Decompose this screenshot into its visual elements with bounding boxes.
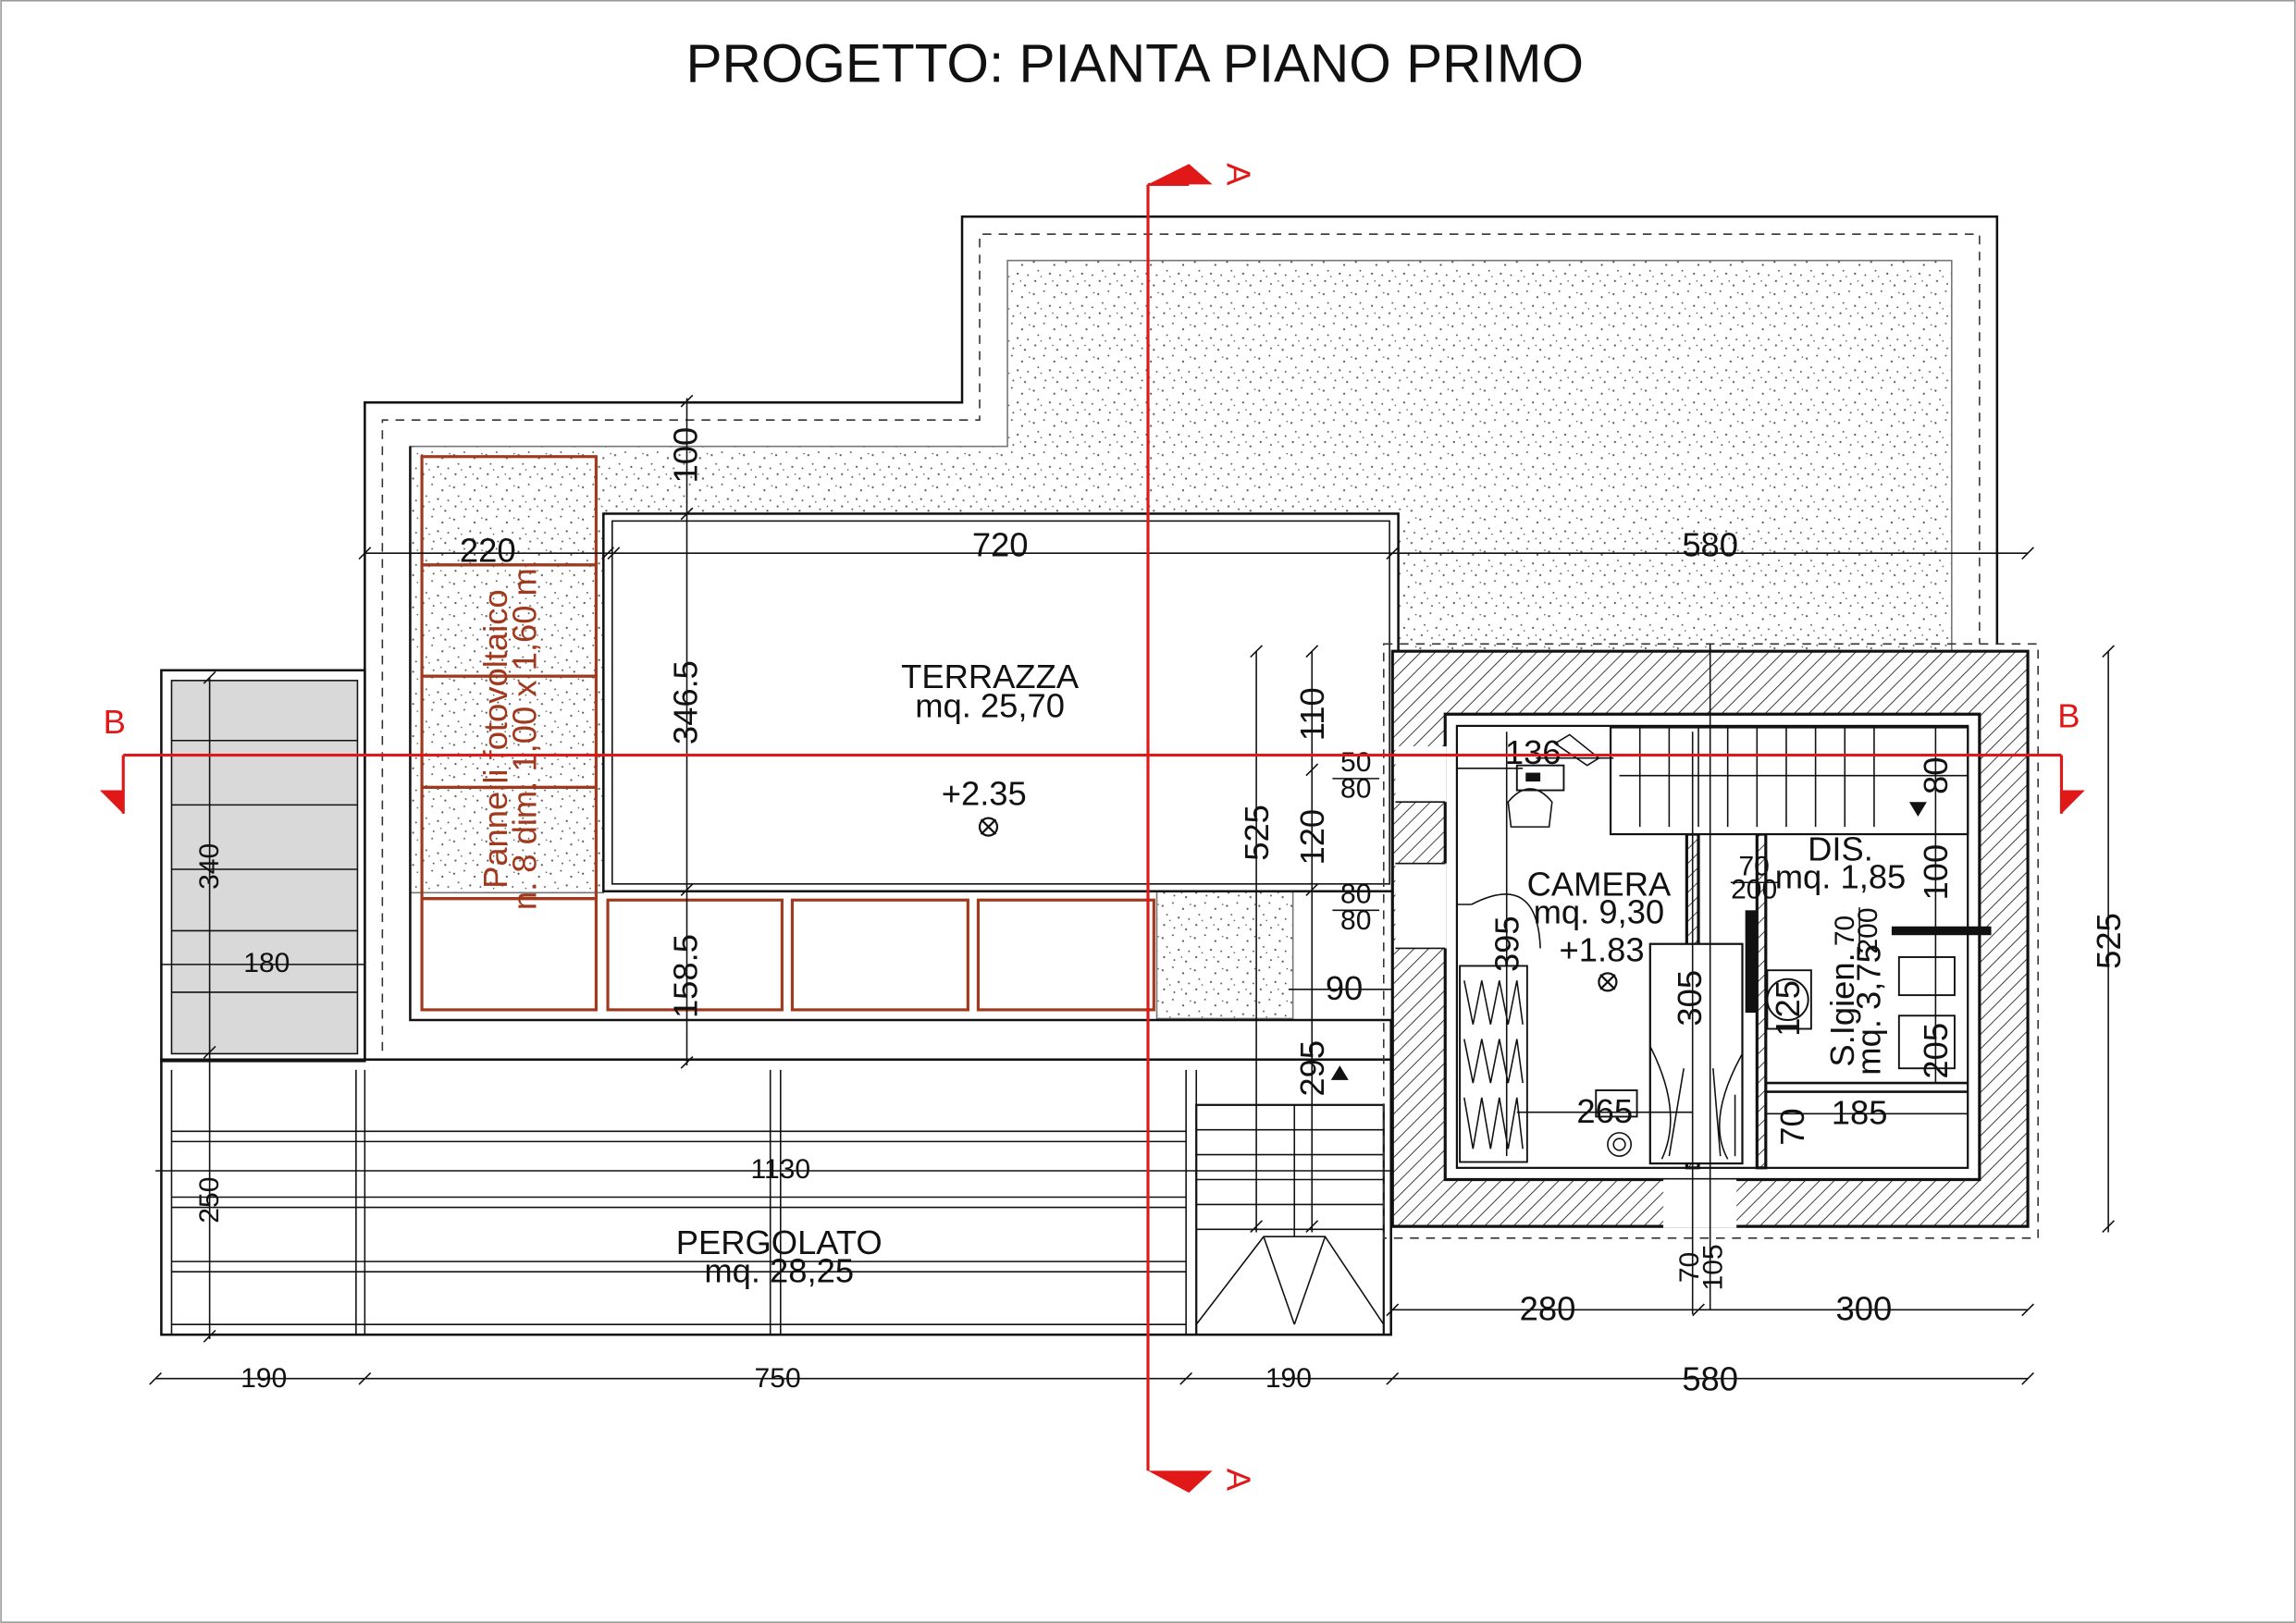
- bed: [1648, 942, 1744, 1165]
- dim-395: 395: [1487, 916, 1525, 972]
- dim-136: 136: [1505, 733, 1562, 771]
- dim-190-b: 190: [1265, 1363, 1312, 1394]
- dim-265: 265: [1576, 1092, 1633, 1130]
- drain-icon: [978, 817, 999, 837]
- dim-158-5: 158.5: [667, 934, 705, 1018]
- bedroom-name: CAMERA: [1527, 865, 1672, 903]
- drain-icon-bedroom: [1598, 972, 1618, 992]
- section-a-bottom-label: A: [1219, 1469, 1257, 1492]
- opening3-height: 200: [1731, 875, 1777, 905]
- terrace-level: +2.35: [942, 774, 1027, 812]
- dim-70-bath: 70: [1773, 1108, 1811, 1145]
- section-a-top-label: A: [1219, 163, 1257, 186]
- opening4-width: 70: [1830, 916, 1860, 946]
- dim-100-top: 100: [667, 427, 705, 484]
- roof-outline: [364, 215, 1999, 1062]
- internal-stair: [1609, 726, 1969, 836]
- bidet: [1897, 956, 1956, 997]
- opening2-width: 80: [1340, 879, 1371, 909]
- pergola-name: PERGOLATO: [676, 1223, 883, 1261]
- dim-180: 180: [243, 948, 290, 978]
- dim-525-right: 525: [2090, 913, 2128, 969]
- dim-110: 110: [1293, 687, 1331, 741]
- dim-120: 120: [1293, 809, 1331, 866]
- stair-up-arrow-icon: [1330, 1065, 1349, 1080]
- section-lines: A A B B: [99, 163, 2085, 1494]
- dim-205: 205: [1917, 1023, 1955, 1079]
- dim-280: 280: [1520, 1289, 1576, 1327]
- dim-580-bottom: 580: [1682, 1359, 1738, 1397]
- dim-190-a: 190: [241, 1363, 287, 1394]
- opening3-width: 70: [1738, 851, 1769, 881]
- dim-125: 125: [1769, 980, 1807, 1037]
- gravel-area: [409, 259, 1953, 1060]
- bedroom-level: +1.83: [1560, 931, 1645, 969]
- dim-1130: 1130: [750, 1154, 810, 1185]
- dim-340: 340: [194, 843, 225, 890]
- hall-area: mq. 1,85: [1775, 858, 1907, 896]
- pv-label-line2: n. 8 dim. 1,00 x 1,60 m: [506, 568, 544, 910]
- opening1-height: 80: [1340, 773, 1371, 804]
- opening-labels: 50 80 80 80 70 200 70 200: [1332, 747, 1883, 954]
- bathroom-door: [1745, 910, 1758, 1014]
- fan-icon: [1607, 1132, 1633, 1157]
- opening1-width: 50: [1340, 747, 1371, 778]
- terrace: TERRAZZA mq. 25,70 +2.35: [602, 512, 1400, 893]
- dim-346-5: 346.5: [667, 660, 705, 744]
- pergola-area: mq. 28,25: [704, 1251, 854, 1289]
- dim-105-bottom: 105: [1697, 1244, 1728, 1290]
- stair-down-arrow-icon: [1908, 802, 1927, 818]
- pergola: PERGOLATO mq. 28,25: [160, 1058, 1392, 1336]
- dim-720: 720: [972, 525, 1029, 563]
- terrace-area: mq. 25,70: [915, 686, 1065, 724]
- plan-title: PROGETTO: PIANTA PIANO PRIMO: [685, 34, 1584, 94]
- dim-295: 295: [1293, 1040, 1331, 1097]
- dim-305: 305: [1671, 970, 1709, 1027]
- dimension-labels: 220 720 580 100 346.5 158.5 525 110 120 …: [194, 427, 2128, 1398]
- room-labels: CAMERA mq. 9,30 +1.83 DIS. mq. 1,85 S.Ig…: [1527, 830, 1907, 1076]
- dim-80-hall: 80: [1917, 756, 1955, 793]
- terrace-name: TERRAZZA: [901, 658, 1080, 695]
- dim-300: 300: [1835, 1289, 1892, 1327]
- bathroom-fixtures: [1734, 910, 1992, 1157]
- dim-100-hall: 100: [1917, 844, 1955, 901]
- pv-panels: Pannelli fotovoltaico n. 8 dim. 1,00 x 1…: [420, 455, 1155, 1012]
- dim-250: 250: [194, 1177, 225, 1223]
- opening4-height: 200: [1853, 907, 1883, 953]
- dim-580-top: 580: [1682, 525, 1738, 563]
- side-balcony: [160, 669, 366, 1063]
- dim-90: 90: [1326, 969, 1363, 1007]
- opening2-height: 80: [1340, 905, 1371, 936]
- bathroom-area: mq. 3,75: [1849, 944, 1887, 1076]
- dim-185: 185: [1832, 1093, 1888, 1131]
- dim-70-bottom: 70: [1674, 1252, 1705, 1283]
- toilet: [1897, 1014, 1956, 1070]
- dim-220: 220: [460, 532, 516, 570]
- dim-525-left: 525: [1238, 805, 1276, 861]
- bedroom-area: mq. 9,30: [1534, 893, 1665, 931]
- section-b-left-label: B: [104, 703, 126, 741]
- hall-name: DIS.: [1808, 830, 1873, 868]
- dim-750: 750: [755, 1363, 801, 1394]
- external-stair: [1195, 1065, 1385, 1336]
- section-b-right-label: B: [2057, 697, 2080, 735]
- pv-label-line1: Pannelli fotovoltaico: [476, 589, 514, 889]
- bathroom-name: S.Igien.: [1823, 953, 1861, 1066]
